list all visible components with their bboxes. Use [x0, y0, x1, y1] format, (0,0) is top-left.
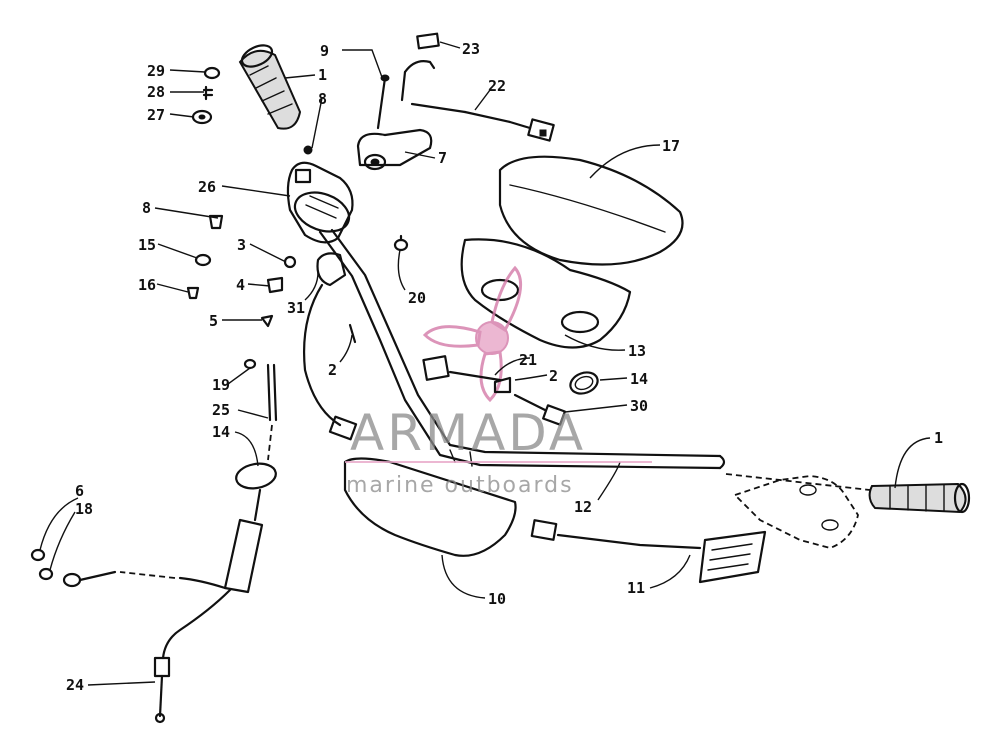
callout-24: 24 [66, 676, 84, 694]
screw-20-part [393, 234, 409, 252]
callout-3: 3 [237, 236, 246, 254]
callout-8-top: 8 [318, 90, 327, 108]
propeller-logo [422, 265, 523, 403]
callout-26: 26 [198, 178, 216, 196]
callout-5: 5 [209, 312, 218, 330]
callout-19: 19 [212, 376, 230, 394]
callout-8-left: 8 [142, 199, 151, 217]
handlebar-12-part [318, 228, 871, 491]
watermark: ARMADA marine outboards [345, 404, 652, 498]
clamp-7-part [356, 128, 433, 171]
callout-22: 22 [488, 77, 506, 95]
callout-2-right: 2 [549, 367, 558, 385]
callout-30: 30 [630, 397, 648, 415]
callout-7: 7 [438, 149, 447, 167]
throttle-housing-part [733, 475, 859, 549]
watermark-brand: ARMADA [350, 404, 586, 462]
bolt-9-part [376, 74, 390, 130]
callout-21: 21 [519, 351, 537, 369]
small-hardware-27-29 [191, 66, 221, 125]
callout-1-right: 1 [934, 429, 943, 447]
cable-25-part [235, 358, 278, 490]
callout-4: 4 [236, 276, 245, 294]
callout-14-right: 14 [630, 370, 648, 388]
callout-2-left: 2 [328, 361, 337, 379]
callout-10: 10 [488, 590, 506, 608]
callout-14-left: 14 [212, 423, 230, 441]
hardware-left-stack [186, 214, 297, 328]
watermark-tagline: marine outboards [346, 473, 574, 498]
callout-1-top: 1 [318, 66, 327, 84]
callout-18: 18 [75, 500, 93, 518]
callout-11: 11 [627, 579, 645, 597]
callout-28: 28 [147, 83, 165, 101]
callout-31: 31 [287, 299, 305, 317]
callout-17: 17 [662, 137, 680, 155]
callout-13: 13 [628, 342, 646, 360]
heater-11-part [530, 519, 767, 584]
clip-14-right-part [569, 371, 599, 395]
harness-22-23-part [400, 32, 555, 142]
grip-left-part [238, 44, 302, 130]
cover-13-part [460, 238, 632, 349]
grip-right-part [868, 482, 971, 514]
callout-23: 23 [462, 40, 480, 58]
bracket-31-part [316, 252, 347, 287]
cable-2-left-part [302, 283, 358, 441]
callout-15: 15 [138, 236, 156, 254]
callout-25: 25 [212, 401, 230, 419]
callout-labels: 29 28 27 1 9 8 23 22 17 7 26 8 15 3 16 4… [66, 40, 943, 694]
callout-6: 6 [75, 482, 84, 500]
housing-26-part [286, 145, 354, 244]
throttle-cable-assembly [30, 488, 264, 724]
leader-lines [39, 41, 931, 686]
callout-9: 9 [320, 42, 329, 60]
callout-20: 20 [408, 289, 426, 307]
callout-29: 29 [147, 62, 165, 80]
callout-16: 16 [138, 276, 156, 294]
callout-12: 12 [574, 498, 592, 516]
callout-27: 27 [147, 106, 165, 124]
switch-21-30-parts [422, 355, 566, 426]
